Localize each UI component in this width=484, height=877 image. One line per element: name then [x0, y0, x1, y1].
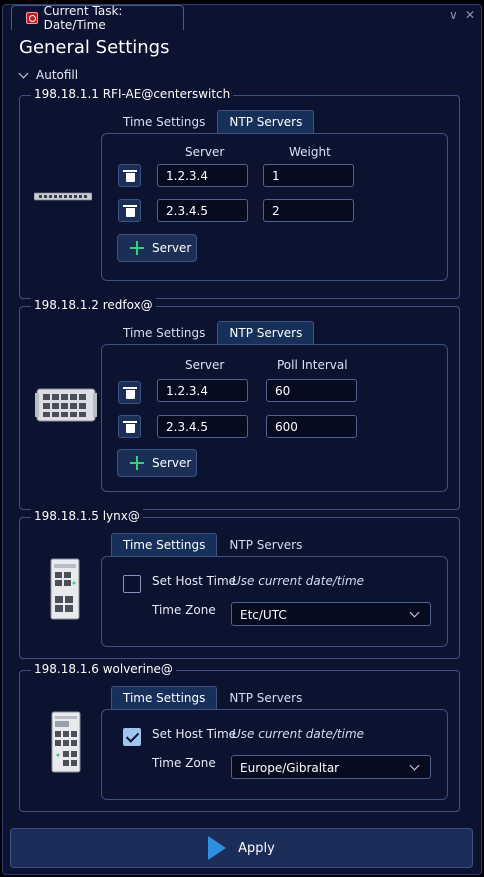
chevron-down-icon	[409, 607, 420, 618]
time-zone-label: Time Zone	[152, 756, 216, 770]
add-server-button[interactable]: Server	[117, 234, 197, 262]
chevron-down-icon	[409, 760, 420, 771]
set-host-time-checkbox[interactable]	[123, 575, 141, 593]
apply-button[interactable]: Apply	[10, 828, 473, 868]
close-icon[interactable]: ✕	[465, 8, 476, 22]
time-zone-select[interactable]: Europe/Gibraltar	[231, 755, 431, 779]
device-tabs: Time Settings NTP Servers	[111, 321, 315, 344]
trash-icon	[122, 386, 137, 399]
redfox-switch-image	[35, 388, 97, 422]
device-header: 198.18.1.5 lynx@	[31, 509, 143, 523]
delete-server-button[interactable]	[118, 415, 141, 438]
device-group-wolverine: 198.18.1.6 wolverine@ Time Settings NTP …	[19, 662, 460, 812]
autofill-label: Autofill	[36, 68, 79, 82]
ntp-servers-panel: Server Poll Interval 1.2.3.4 60 2.3.4.5 …	[101, 344, 448, 492]
autofill-expander[interactable]: Autofill	[18, 68, 79, 82]
column-header-poll-interval: Poll Interval	[277, 358, 348, 372]
tab-time-settings[interactable]: Time Settings	[111, 533, 218, 556]
column-header-server: Server	[185, 145, 225, 159]
weight-field[interactable]: 1	[263, 164, 354, 187]
time-zone-select[interactable]: Etc/UTC	[231, 602, 431, 626]
apply-label: Apply	[238, 840, 275, 856]
device-tabs: Time Settings NTP Servers	[111, 533, 314, 556]
set-host-time-hint: Use current date/time	[232, 574, 365, 588]
current-task-tab-label: Current Task: Date/Time	[43, 4, 123, 32]
time-zone-value: Etc/UTC	[240, 608, 287, 622]
tab-time-settings[interactable]: Time Settings	[123, 115, 206, 129]
lynx-switch-image	[50, 558, 80, 620]
set-host-time-hint: Use current date/time	[232, 727, 365, 741]
wolverine-switch-image	[51, 711, 81, 773]
time-settings-panel: Set Host Time Use current date/time Time…	[101, 556, 448, 647]
task-window	[2, 4, 482, 875]
column-header-server: Server	[185, 358, 225, 372]
poll-interval-field[interactable]: 60	[266, 379, 357, 402]
add-server-button[interactable]: Server	[117, 449, 197, 477]
chevron-down-icon	[18, 68, 29, 79]
set-host-time-label: Set Host Time	[152, 727, 237, 741]
delete-server-button[interactable]	[118, 381, 141, 404]
server-field[interactable]: 1.2.3.4	[157, 379, 248, 402]
page-title: General Settings	[19, 37, 170, 58]
poll-interval-field[interactable]: 600	[266, 415, 357, 438]
tab-ntp-servers[interactable]: NTP Servers	[229, 538, 303, 552]
device-tabs: Time Settings NTP Servers	[111, 110, 315, 133]
add-server-label: Server	[152, 241, 192, 255]
trash-icon	[122, 204, 137, 217]
play-icon	[208, 836, 227, 860]
device-header: 198.18.1.1 RFI-AE@centerswitch	[31, 87, 234, 101]
device-header: 198.18.1.2 redfox@	[31, 298, 156, 312]
delete-server-button[interactable]	[118, 164, 141, 187]
rack-switch-image	[34, 192, 92, 201]
device-header: 198.18.1.6 wolverine@	[31, 662, 176, 676]
add-server-label: Server	[152, 456, 192, 470]
set-host-time-label: Set Host Time	[152, 574, 237, 588]
tab-ntp-servers[interactable]: NTP Servers	[229, 691, 303, 705]
column-header-weight: Weight	[289, 145, 331, 159]
tab-time-settings[interactable]: Time Settings	[123, 326, 206, 340]
device-group-redfox: 198.18.1.2 redfox@ Time Settings NTP Ser…	[19, 298, 460, 510]
weight-field[interactable]: 2	[263, 199, 354, 222]
tab-time-settings[interactable]: Time Settings	[111, 686, 218, 709]
time-settings-panel: Set Host Time Use current date/time Time…	[101, 709, 448, 800]
device-group-centerswitch: 198.18.1.1 RFI-AE@centerswitch Time Sett…	[19, 87, 460, 299]
tab-ntp-servers[interactable]: NTP Servers	[217, 110, 315, 133]
time-zone-value: Europe/Gibraltar	[240, 761, 340, 775]
device-group-lynx: 198.18.1.5 lynx@ Time Settings NTP Serve…	[19, 509, 460, 659]
trash-icon	[122, 420, 137, 433]
server-field[interactable]: 1.2.3.4	[157, 164, 248, 187]
time-zone-label: Time Zone	[152, 603, 216, 617]
set-host-time-checkbox[interactable]	[123, 728, 141, 746]
device-tabs: Time Settings NTP Servers	[111, 686, 314, 709]
ntp-servers-panel: Server Weight 1.2.3.4 1 2.3.4.5 2 Server	[101, 133, 448, 281]
current-task-tab[interactable]: Current Task: Date/Time	[11, 4, 184, 32]
server-field[interactable]: 2.3.4.5	[157, 199, 248, 222]
task-clock-icon	[26, 12, 38, 24]
tab-ntp-servers[interactable]: NTP Servers	[217, 321, 315, 344]
trash-icon	[122, 169, 137, 182]
plus-icon	[130, 456, 144, 470]
plus-icon	[130, 241, 144, 255]
delete-server-button[interactable]	[118, 199, 141, 222]
window-tabstrip: Current Task: Date/Time ∨ ✕	[0, 0, 484, 32]
server-field[interactable]: 2.3.4.5	[157, 415, 248, 438]
chevron-down-icon[interactable]: ∨	[449, 8, 458, 22]
